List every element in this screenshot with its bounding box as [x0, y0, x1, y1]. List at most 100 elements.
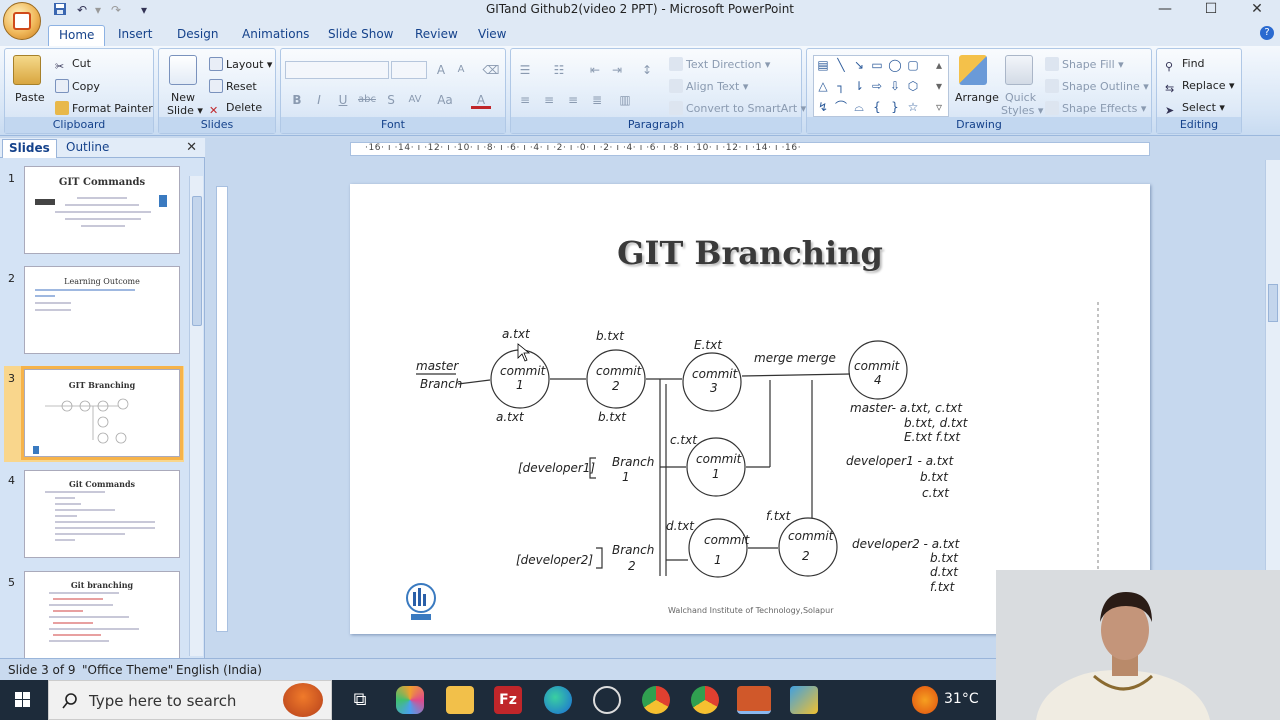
theme-status[interactable]: "Office Theme" [82, 663, 174, 677]
tab-animations[interactable]: Animations [242, 27, 310, 41]
slide-thumbnail-2[interactable]: Learning Outcome [24, 266, 180, 354]
vertical-ruler[interactable] [216, 186, 228, 632]
numbering-icon[interactable]: ☷ [553, 63, 565, 77]
copilot-icon[interactable] [396, 686, 424, 714]
tab-view[interactable]: View [478, 27, 507, 41]
replace-button[interactable]: ⇆Replace ▾ [1165, 79, 1235, 96]
slide-title[interactable]: GIT Branching [617, 234, 883, 272]
font-color-button[interactable]: A [471, 91, 491, 109]
elbow-connector-icon[interactable]: ┐ [837, 79, 845, 93]
copy-button[interactable]: Copy [55, 79, 100, 94]
clear-formatting-icon[interactable]: ⌫ [482, 63, 500, 77]
office-button[interactable] [3, 2, 41, 40]
maximize-button[interactable]: ☐ [1204, 1, 1218, 17]
arrow-line-shape-icon[interactable]: ↘ [853, 58, 865, 72]
quick-styles-label-2[interactable]: Styles ▾ [1001, 104, 1044, 117]
tab-slide-show[interactable]: Slide Show [328, 27, 394, 41]
font-size-dropdown[interactable] [391, 61, 427, 79]
file-explorer-icon[interactable] [446, 686, 474, 714]
arc-shape-icon[interactable]: ⌓ [854, 100, 864, 114]
curve-shape-icon[interactable]: ⌒ [834, 100, 847, 114]
bold-button[interactable]: B [292, 93, 302, 107]
character-spacing-button[interactable]: AV [408, 94, 422, 105]
align-center-icon[interactable]: ≡ [543, 93, 555, 107]
quick-styles-icon[interactable] [1005, 55, 1033, 85]
gallery-up-icon[interactable]: ▴ [935, 58, 943, 72]
paste-button[interactable]: Paste [15, 91, 45, 104]
convert-smartart-button[interactable]: Convert to SmartArt ▾ [669, 101, 806, 116]
shape-fill-button[interactable]: Shape Fill ▾ [1045, 57, 1124, 72]
slide-thumbnail-4[interactable]: Git Commands [24, 470, 180, 558]
reset-button[interactable]: Reset [209, 79, 257, 94]
format-painter-button[interactable]: Format Painter [55, 101, 153, 116]
columns-icon[interactable]: ▥ [619, 93, 631, 107]
editor-scrollbar[interactable] [1265, 160, 1280, 658]
horizontal-ruler[interactable]: ·16· ı ·14· ı ·12· ı ·10· ı ·8· ı ·6· ı … [350, 142, 1150, 156]
slide-thumbnail-1[interactable]: GIT Commands [24, 166, 180, 254]
triangle-shape-icon[interactable]: △ [818, 79, 828, 93]
filezilla-icon[interactable]: Fz [494, 686, 522, 714]
close-button[interactable]: ✕ [1251, 1, 1263, 17]
chrome-icon[interactable] [642, 686, 670, 714]
gallery-down-icon[interactable]: ▾ [935, 79, 943, 93]
bird-search-highlight-icon[interactable] [283, 683, 323, 717]
left-brace-icon[interactable]: { [873, 100, 881, 114]
rounded-rect-shape-icon[interactable]: ▢ [907, 58, 919, 72]
elbow-arrow-icon[interactable]: ⇂ [853, 79, 865, 93]
tab-design[interactable]: Design [177, 27, 219, 41]
weather-icon[interactable] [912, 686, 938, 714]
font-name-dropdown[interactable] [285, 61, 389, 79]
help-icon[interactable]: ? [1260, 26, 1274, 40]
change-case-button[interactable]: Aa [437, 93, 453, 107]
start-button[interactable] [0, 680, 46, 720]
align-text-button[interactable]: Align Text ▾ [669, 79, 748, 94]
slide-thumbnail-5[interactable]: Git branching [24, 571, 180, 659]
close-pane-icon[interactable]: ✕ [186, 140, 197, 155]
select-button[interactable]: ➤Select ▾ [1165, 101, 1225, 118]
gallery-more-icon[interactable]: ▿ [935, 100, 943, 114]
grow-font-button[interactable]: A [436, 63, 446, 77]
right-arrow-shape-icon[interactable]: ⇨ [871, 79, 883, 93]
current-slide[interactable]: GIT Branching [350, 184, 1150, 634]
oval-shape-icon[interactable]: ◯ [888, 58, 902, 72]
undo-dropdown-icon[interactable]: ▾ [94, 3, 102, 17]
tab-home[interactable]: Home [48, 25, 106, 46]
paste-icon[interactable] [13, 55, 41, 85]
customize-qat-icon[interactable]: ▾ [140, 3, 148, 17]
app-taskbar-icon[interactable] [790, 686, 818, 714]
quick-styles-label-1[interactable]: Quick [1005, 91, 1037, 104]
new-slide-label-1[interactable]: New [171, 91, 195, 104]
layout-button[interactable]: Layout ▾ [209, 57, 272, 72]
save-icon[interactable] [52, 2, 68, 18]
arrange-button[interactable]: Arrange [955, 91, 999, 104]
editor-scroll-thumb[interactable] [1268, 284, 1278, 322]
slide-thumbnail-3[interactable]: GIT Branching [21, 366, 183, 460]
strikethrough-button[interactable]: abc [358, 94, 376, 105]
shape-effects-button[interactable]: Shape Effects ▾ [1045, 101, 1146, 116]
rectangle-shape-icon[interactable]: ▭ [871, 58, 883, 72]
align-right-icon[interactable]: ≡ [567, 93, 579, 107]
italic-button[interactable]: I [317, 93, 321, 107]
weather-temperature[interactable]: 31°C [944, 691, 979, 707]
chrome-profile-icon[interactable] [691, 686, 719, 714]
powerpoint-taskbar-icon[interactable] [737, 686, 771, 714]
right-brace-icon[interactable]: } [891, 100, 899, 114]
redo-icon[interactable]: ↷ [110, 3, 122, 17]
flowchart-shape-icon[interactable]: ⬡ [907, 79, 919, 93]
edge-icon[interactable] [544, 686, 572, 714]
task-view-icon[interactable]: ⧉ [353, 689, 367, 710]
justify-icon[interactable]: ≣ [591, 93, 603, 107]
line-shape-icon[interactable]: ╲ [837, 58, 845, 72]
media-player-icon[interactable] [593, 686, 621, 714]
tab-review[interactable]: Review [415, 27, 458, 41]
increase-indent-icon[interactable]: ⇥ [611, 63, 623, 77]
decrease-indent-icon[interactable]: ⇤ [589, 63, 601, 77]
delete-button[interactable]: ✕Delete [209, 101, 262, 118]
textbox-shape-icon[interactable]: ▤ [817, 58, 829, 72]
shape-outline-button[interactable]: Shape Outline ▾ [1045, 79, 1149, 94]
new-slide-label-2[interactable]: Slide ▾ [167, 104, 203, 117]
minimize-button[interactable]: — [1158, 1, 1172, 17]
align-left-icon[interactable]: ≡ [519, 93, 531, 107]
shrink-font-button[interactable]: A [457, 64, 465, 75]
language-status[interactable]: English (India) [176, 663, 262, 677]
